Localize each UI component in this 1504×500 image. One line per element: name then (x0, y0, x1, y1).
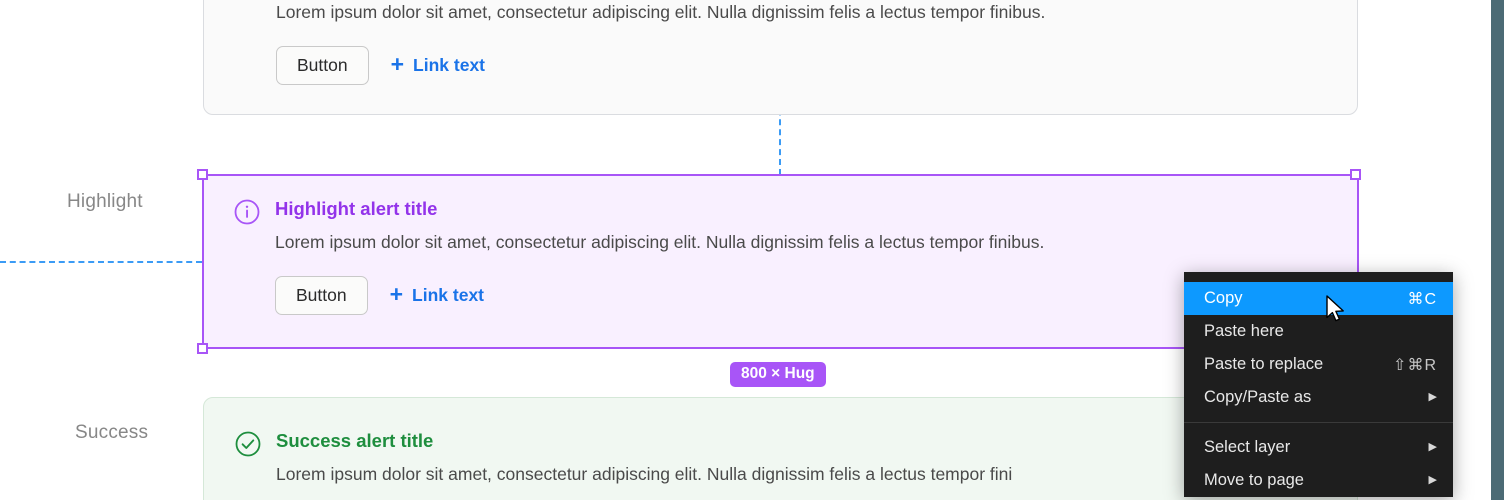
plus-icon: + (390, 51, 405, 77)
selection-size-badge: 800 × Hug (730, 362, 826, 387)
alert-link-label: Link text (413, 55, 486, 75)
alert-card-default[interactable]: Lorem ipsum dolor sit amet, consectetur … (203, 0, 1358, 115)
alert-link[interactable]: + Link text (390, 51, 486, 77)
context-menu-item-select-layer[interactable]: Select layer ▶ (1184, 431, 1453, 464)
alert-description: Lorem ipsum dolor sit amet, consectetur … (276, 2, 1046, 22)
submenu-arrow-icon: ▶ (1428, 441, 1437, 453)
context-menu-item-shortcut: ⌘C (1407, 290, 1437, 308)
context-menu-item-label: Paste here (1204, 322, 1284, 340)
alert-title: Highlight alert title (275, 198, 438, 219)
resize-handle-bottom-left[interactable] (197, 343, 208, 354)
right-edge-panel (1491, 0, 1504, 500)
context-menu-item-shortcut: ⇧⌘R (1393, 356, 1437, 374)
alert-link[interactable]: + Link text (389, 281, 485, 307)
horizontal-alignment-guide (0, 261, 202, 263)
plus-icon: + (389, 281, 404, 307)
resize-handle-top-left[interactable] (197, 169, 208, 180)
alert-description: Lorem ipsum dolor sit amet, consectetur … (276, 464, 1013, 484)
row-label-success: Success (75, 422, 149, 443)
context-menu-item-label: Paste to replace (1204, 355, 1324, 373)
context-menu-item-label: Select layer (1204, 438, 1291, 456)
context-menu-item-paste-here[interactable]: Paste here (1184, 315, 1453, 348)
context-menu-item-label: Copy/Paste as (1204, 388, 1312, 406)
row-label-highlight: Highlight (67, 191, 143, 212)
alert-link-label: Link text (412, 285, 485, 305)
resize-handle-top-right[interactable] (1350, 169, 1361, 180)
context-menu-separator (1184, 422, 1453, 423)
submenu-arrow-icon: ▶ (1428, 391, 1437, 403)
context-menu-item-label: Move to page (1204, 471, 1304, 489)
alert-title: Success alert title (276, 430, 434, 451)
context-menu-item-paste-to-replace[interactable]: Paste to replace ⇧⌘R (1184, 348, 1453, 381)
context-menu-item-move-to-page[interactable]: Move to page ▶ (1184, 464, 1453, 497)
alert-button[interactable]: Button (275, 276, 368, 315)
alert-card-highlight[interactable]: Highlight alert title Lorem ipsum dolor … (203, 175, 1358, 348)
context-menu-item-copy-paste-as[interactable]: Copy/Paste as ▶ (1184, 381, 1453, 414)
submenu-arrow-icon: ▶ (1428, 474, 1437, 486)
alert-description: Lorem ipsum dolor sit amet, consectetur … (275, 232, 1045, 252)
info-circle-icon (233, 198, 261, 226)
context-menu-item-copy[interactable]: Copy ⌘C (1184, 282, 1453, 315)
context-menu-item-label: Copy (1204, 289, 1243, 307)
alert-button[interactable]: Button (276, 46, 369, 85)
alert-card-success[interactable]: Success alert title Lorem ipsum dolor si… (203, 397, 1358, 500)
check-circle-icon (234, 430, 262, 458)
